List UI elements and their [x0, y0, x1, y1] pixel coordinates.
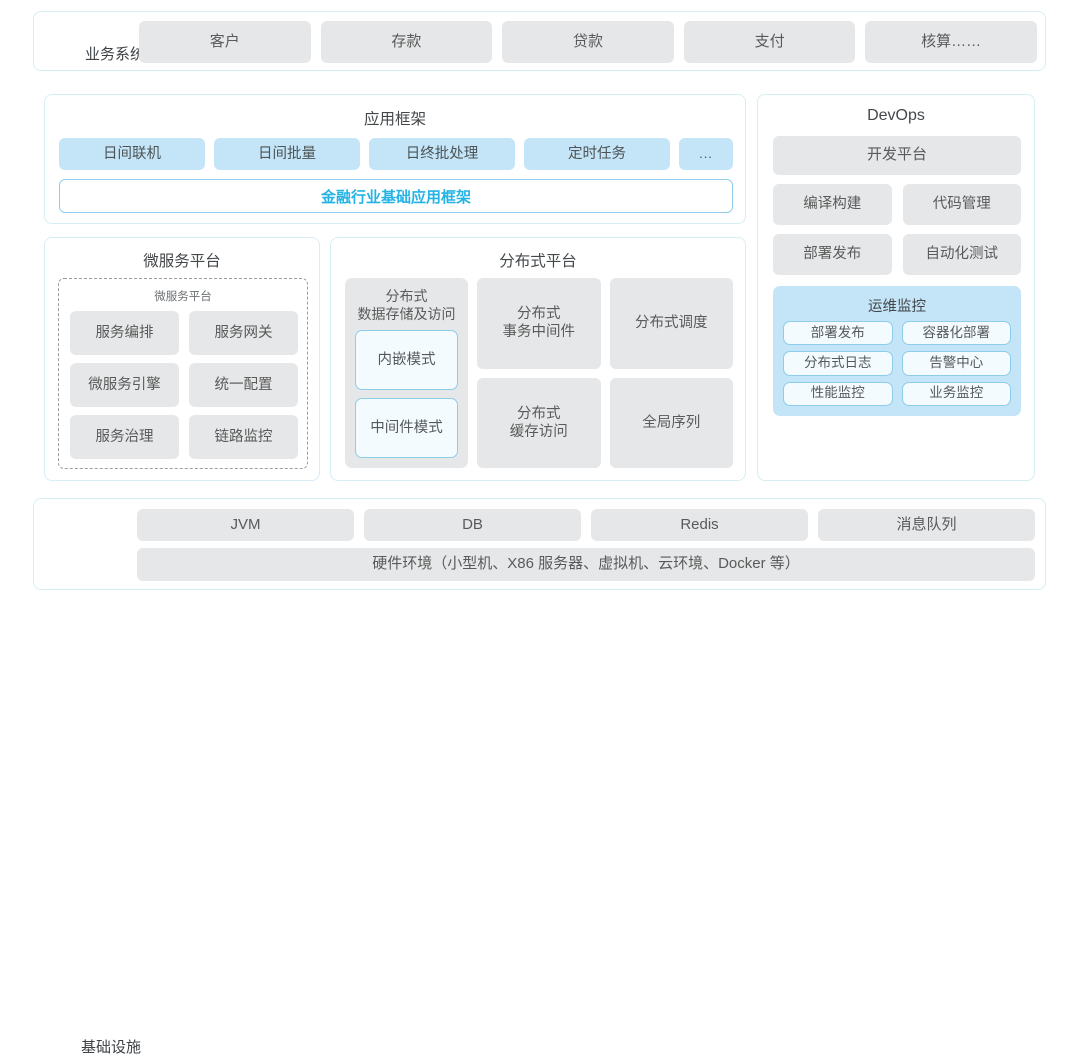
business-system-chip-list: 客户 存款 贷款 支付 核算……	[139, 21, 1037, 63]
appframe-chip-daytime-online[interactable]: 日间联机	[59, 138, 205, 170]
devops-chip-grid: 编译构建 代码管理 部署发布 自动化测试	[773, 184, 1021, 275]
ops-monitoring-title: 运维监控	[868, 299, 926, 315]
dist-chip-scheduling[interactable]: 分布式调度	[609, 278, 733, 369]
micro-chip-unified-config[interactable]: 统一配置	[189, 363, 298, 407]
ops-chip-deploy-release[interactable]: 部署发布	[783, 321, 893, 346]
dist-chip-cache-access[interactable]: 分布式 缓存访问	[477, 377, 601, 468]
ops-chip-business-monitoring[interactable]: 业务监控	[901, 381, 1011, 406]
infra-chip-db[interactable]: DB	[364, 509, 581, 541]
infra-chip-redis[interactable]: Redis	[591, 509, 808, 541]
microservice-platform-title: 微服务平台	[143, 253, 221, 270]
dist-chip-transaction-middleware[interactable]: 分布式 事务中间件	[477, 278, 601, 369]
distributed-platform-body: 分布式 数据存储及访问 内嵌模式 中间件模式 分布式 事务中间件 分布式调度 分…	[345, 278, 733, 468]
ops-chip-containerized-deployment[interactable]: 容器化部署	[901, 321, 1011, 346]
devops-chip-code-management[interactable]: 代码管理	[902, 184, 1021, 225]
infrastructure-chip-list: JVM DB Redis 消息队列	[137, 509, 1035, 541]
infrastructure-label: 基础设施	[81, 1039, 142, 1056]
microservice-chip-grid: 服务编排 服务网关 微服务引擎 统一配置 服务治理 链路监控	[70, 311, 298, 459]
appframe-chip-eod-batch[interactable]: 日终批处理	[369, 138, 515, 170]
ops-monitoring-group: 运维监控 部署发布 容器化部署 分布式日志 告警中心 性能监控 业务监控	[773, 286, 1021, 416]
distributed-storage-title: 分布式 数据存储及访问	[357, 288, 456, 323]
application-framework-title: 应用框架	[363, 111, 426, 128]
micro-chip-service-orchestration[interactable]: 服务编排	[70, 311, 179, 355]
infra-chip-jvm[interactable]: JVM	[137, 509, 354, 541]
infra-chip-hardware-environment[interactable]: 硬件环境（小型机、X86 服务器、虚拟机、云环境、Docker 等）	[137, 548, 1035, 581]
distributed-storage-card[interactable]: 分布式 数据存储及访问 内嵌模式 中间件模式	[345, 278, 468, 468]
microservice-platform-panel: 微服务平台 微服务平台 服务编排 服务网关 微服务引擎 统一配置 服务治理 链路…	[44, 237, 320, 481]
appframe-chip-more[interactable]: ...	[679, 138, 733, 170]
dist-chip-global-sequence[interactable]: 全局序列	[609, 377, 733, 468]
micro-chip-service-gateway[interactable]: 服务网关	[189, 311, 298, 355]
financial-base-framework-banner[interactable]: 金融行业基础应用框架	[59, 179, 733, 213]
micro-chip-service-governance[interactable]: 服务治理	[70, 415, 179, 459]
business-chip-deposit[interactable]: 存款	[320, 21, 493, 63]
business-chip-loan[interactable]: 贷款	[502, 21, 674, 63]
ops-chip-distributed-log[interactable]: 分布式日志	[783, 351, 893, 376]
devops-panel: DevOps 开发平台 编译构建 代码管理 部署发布 自动化测试 运维监控 部署…	[757, 94, 1035, 481]
business-chip-payment[interactable]: 支付	[683, 21, 856, 63]
devops-chip-deploy-release[interactable]: 部署发布	[773, 234, 892, 275]
application-framework-chip-list: 日间联机 日间批量 日终批处理 定时任务 ...	[59, 138, 733, 170]
dist-chip-middleware-mode[interactable]: 中间件模式	[355, 398, 458, 458]
distributed-platform-panel: 分布式平台 分布式 数据存储及访问 内嵌模式 中间件模式 分布式 事务中间件 分…	[330, 237, 746, 481]
distributed-chip-grid: 分布式 事务中间件 分布式调度 分布式 缓存访问 全局序列	[477, 278, 733, 468]
devops-chip-compile-build[interactable]: 编译构建	[773, 184, 892, 225]
ops-chip-performance-monitoring[interactable]: 性能监控	[783, 381, 893, 406]
appframe-chip-daytime-batch[interactable]: 日间批量	[214, 138, 360, 170]
infrastructure-panel: 基础设施 JVM DB Redis 消息队列 硬件环境（小型机、X86 服务器、…	[33, 498, 1046, 1056]
business-chip-customer[interactable]: 客户	[139, 21, 311, 63]
micro-chip-microservice-engine[interactable]: 微服务引擎	[70, 363, 179, 407]
devops-chip-automated-testing[interactable]: 自动化测试	[902, 234, 1021, 275]
distributed-platform-title: 分布式平台	[499, 253, 577, 270]
devops-chip-dev-platform[interactable]: 开发平台	[773, 136, 1021, 175]
micro-chip-trace-monitoring[interactable]: 链路监控	[189, 415, 298, 459]
business-chip-accounting[interactable]: 核算……	[865, 21, 1037, 63]
business-system-panel: 业务系统 客户 存款 贷款 支付 核算……	[33, 11, 1046, 71]
microservice-platform-inner-title: 微服务平台	[154, 291, 212, 303]
ops-monitoring-chip-grid: 部署发布 容器化部署 分布式日志 告警中心 性能监控 业务监控	[783, 321, 1011, 406]
dist-chip-embedded-mode[interactable]: 内嵌模式	[355, 330, 458, 391]
ops-chip-alert-center[interactable]: 告警中心	[901, 351, 1011, 376]
microservice-platform-dashed-group: 微服务平台 服务编排 服务网关 微服务引擎 统一配置 服务治理 链路监控	[58, 278, 308, 469]
architecture-diagram: 业务系统 客户 存款 贷款 支付 核算…… 应用框架 日间联机 日间批量 日终批…	[33, 11, 1046, 1056]
application-framework-panel: 应用框架 日间联机 日间批量 日终批处理 定时任务 ... 金融行业基础应用框架	[44, 94, 746, 224]
business-system-label: 业务系统	[85, 46, 146, 63]
appframe-chip-scheduled-task[interactable]: 定时任务	[524, 138, 670, 170]
infra-chip-message-queue[interactable]: 消息队列	[818, 509, 1035, 541]
devops-title: DevOps	[867, 107, 925, 124]
